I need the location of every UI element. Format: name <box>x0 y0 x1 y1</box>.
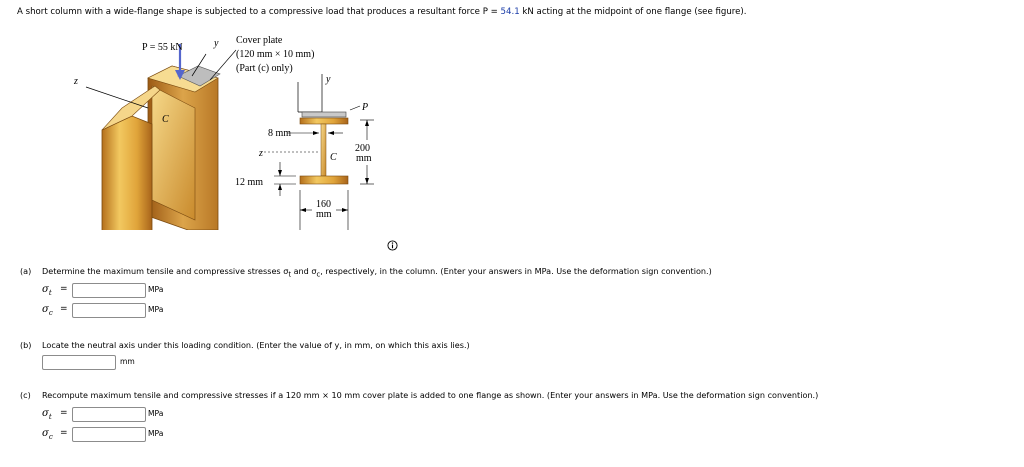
column-3d <box>85 44 221 230</box>
sigma-c-symbol: σc <box>42 304 53 317</box>
mpa-unit: MPa <box>148 409 164 418</box>
force-value: 54.1 <box>500 7 520 17</box>
sigma-c-symbol: σc <box>42 428 53 441</box>
section-c-label: C <box>330 152 337 163</box>
sigma-c-sub: c <box>48 433 53 441</box>
part-a-text-post: , respectively, in the column. (Enter yo… <box>320 266 712 276</box>
problem-statement: A short column with a wide-flange shape … <box>17 7 747 17</box>
sigma-t-sub: t <box>48 289 52 297</box>
part-a-sigma-t-input[interactable] <box>72 283 146 298</box>
z-axis-label: z <box>73 76 78 87</box>
section-z-label: z <box>258 148 263 159</box>
dim-12mm-label: 12 mm <box>235 177 263 188</box>
sigma-c-label: σ <box>42 428 49 439</box>
y-axis-label: y <box>213 38 219 49</box>
part-a-sub-c: c <box>316 270 321 279</box>
sigma-t-symbol: σt <box>42 408 52 421</box>
part-b-text: Locate the neutral axis under this loadi… <box>42 340 470 350</box>
dim-200-label: 200 <box>355 143 370 154</box>
equals-sign: = <box>60 408 68 418</box>
part-a-text-mid: and σ <box>291 266 317 276</box>
cross-section <box>264 74 374 230</box>
equals-sign: = <box>60 304 68 314</box>
part-b-neutral-axis-input[interactable] <box>42 355 116 370</box>
mpa-unit: MPa <box>148 285 164 294</box>
sigma-t-label: σ <box>42 284 49 295</box>
part-a-label: (a) <box>20 266 32 276</box>
info-icon[interactable] <box>387 240 398 251</box>
dim-160-label: 160 <box>316 199 331 210</box>
problem-text-pre: A short column with a wide-flange shape … <box>17 7 501 17</box>
part-c-sigma-c-input[interactable] <box>72 427 146 442</box>
section-p-label: P <box>361 102 368 113</box>
sigma-c-sub: c <box>48 309 53 317</box>
part-c-text: Recompute maximum tensile and compressiv… <box>42 390 819 400</box>
part-c-sigma-t-row: σt = MPa <box>42 407 242 422</box>
part-b-row: mm <box>42 355 242 370</box>
dim-8mm-label: 8 mm <box>268 128 291 139</box>
part-a-text-pre: Determine the maximum tensile and compre… <box>42 266 289 276</box>
part-b-label: (b) <box>20 340 32 350</box>
part-c-label: (c) <box>20 390 31 400</box>
part-c-sigma-c-row: σc = MPa <box>42 427 242 442</box>
sigma-t-symbol: σt <box>42 284 52 297</box>
part-a-sigma-c-row: σc = MPa <box>42 303 242 318</box>
cover-plate-line3: (Part (c) only) <box>236 63 293 74</box>
problem-text-post: kN acting at the midpoint of one flange … <box>519 7 747 17</box>
cover-plate-line1: Cover plate <box>236 35 283 46</box>
dim-160-unit: mm <box>316 209 332 220</box>
part-c-question: (c) Recompute maximum tensile and compres… <box>20 390 818 400</box>
sigma-c-label: σ <box>42 304 49 315</box>
part-c-sigma-t-input[interactable] <box>72 407 146 422</box>
mpa-unit: MPa <box>148 429 164 438</box>
load-label: P = 55 kN <box>142 42 183 53</box>
dim-200-unit: mm <box>356 153 372 164</box>
section-y-label: y <box>325 74 331 85</box>
part-b-question: (b) Locate the neutral axis under this lo… <box>20 340 470 350</box>
sigma-t-label: σ <box>42 408 49 419</box>
part-a-sigma-c-input[interactable] <box>72 303 146 318</box>
mpa-unit: MPa <box>148 305 164 314</box>
equals-sign: = <box>60 428 68 438</box>
sigma-t-sub: t <box>48 413 52 421</box>
part-a-sigma-t-row: σt = MPa <box>42 283 242 298</box>
equals-sign: = <box>60 284 68 294</box>
c-label: C <box>162 114 169 125</box>
cover-plate-line2: (120 mm × 10 mm) <box>236 49 314 60</box>
mm-unit: mm <box>120 357 135 366</box>
part-a-sub-t: t <box>288 270 292 279</box>
part-a-question: (a) Determine the maximum tensile and com… <box>20 266 712 279</box>
column-figure: P = 55 kN y z C Cover plate (120 mm × 10… <box>73 35 374 230</box>
